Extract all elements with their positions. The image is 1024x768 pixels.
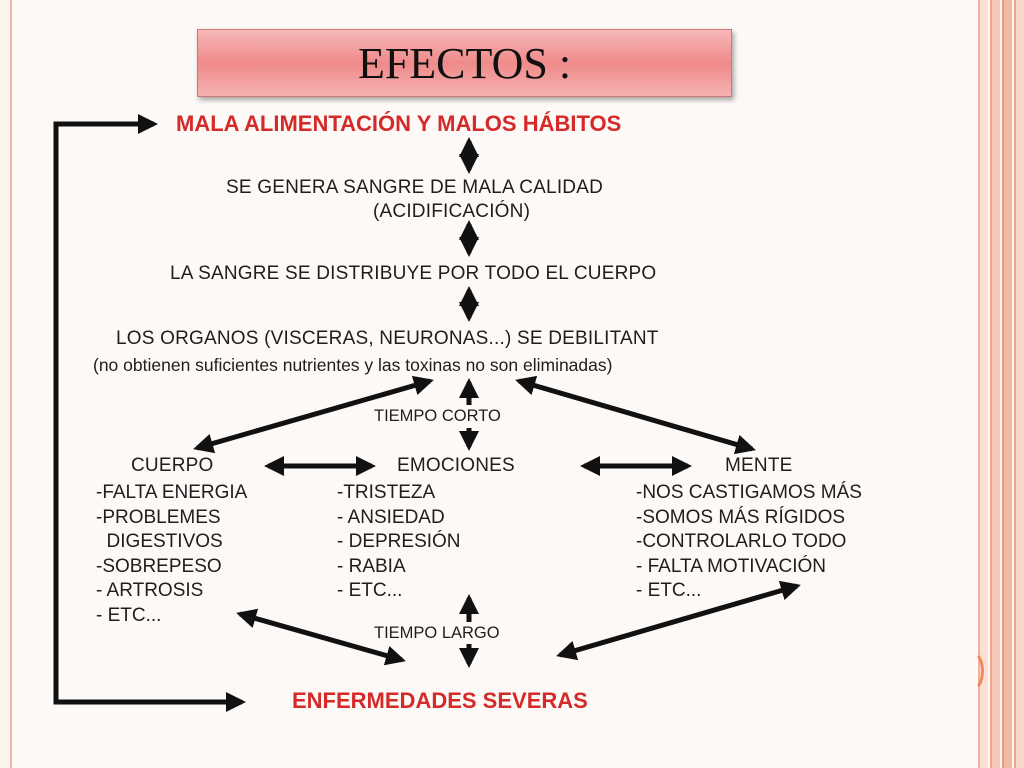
list-item: - ANSIEDAD bbox=[337, 506, 445, 528]
list-item: -SOMOS MÁS RÍGIDOS bbox=[636, 506, 846, 528]
list-item: - FALTA MOTIVACIÓN bbox=[636, 555, 827, 577]
list-item: -CONTROLARLO TODO bbox=[636, 531, 847, 552]
title-box: EFECTOS : bbox=[197, 29, 732, 97]
top-cause: MALA ALIMENTACIÓN Y MALOS HÁBITOS bbox=[176, 111, 622, 136]
list-item: - ARTROSIS bbox=[96, 580, 204, 601]
bottom-outcome: ENFERMEDADES SEVERAS bbox=[292, 688, 588, 713]
column-heading-emociones: EMOCIONES bbox=[397, 455, 515, 476]
arrow bbox=[236, 608, 406, 666]
long-time-label: TIEMPO LARGO bbox=[374, 624, 500, 642]
list-item: - DEPRESIÓN bbox=[337, 531, 461, 552]
list-item: - ETC... bbox=[96, 604, 162, 626]
list-item: -PROBLEMES bbox=[96, 506, 221, 528]
right-frame-stripe bbox=[978, 0, 988, 768]
right-frame-stripe bbox=[1014, 0, 1024, 768]
list-item: - RABIA bbox=[337, 555, 406, 577]
right-frame-stripe bbox=[1002, 0, 1012, 768]
list-item: - ETC... bbox=[636, 580, 702, 601]
mente-effects-list: -NOS CASTIGAMOS MÁS -SOMOS MÁS RÍGIDOS -… bbox=[636, 481, 862, 604]
right-frame-stripe bbox=[990, 0, 1000, 768]
arrow bbox=[515, 375, 756, 455]
arrow bbox=[193, 375, 434, 454]
list-item: -NOS CASTIGAMOS MÁS bbox=[636, 482, 862, 503]
step-blood-distribution: LA SANGRE SE DISTRIBUYE POR TODO EL CUER… bbox=[170, 263, 657, 284]
step-organs-note: (no obtienen suficientes nutrientes y la… bbox=[93, 355, 613, 375]
slide-title: EFECTOS : bbox=[357, 38, 572, 88]
column-heading-mente: MENTE bbox=[725, 455, 793, 476]
emociones-effects-list: -TRISTEZA - ANSIEDAD - DEPRESIÓN - RABIA… bbox=[337, 481, 461, 604]
arrow bbox=[556, 580, 801, 661]
list-item: -TRISTEZA bbox=[337, 482, 436, 503]
column-heading-cuerpo: CUERPO bbox=[131, 455, 214, 476]
short-time-label: TIEMPO CORTO bbox=[374, 407, 501, 425]
feedback-loop-line bbox=[53, 114, 246, 712]
step-organs-weaken: LOS ORGANOS (VISCERAS, NEURONAS...) SE D… bbox=[116, 328, 659, 349]
list-item: - ETC... bbox=[337, 580, 403, 601]
decorative-arc bbox=[958, 650, 984, 692]
list-item: DIGESTIVOS bbox=[96, 531, 223, 552]
step-blood-quality-note: (ACIDIFICACIÓN) bbox=[373, 201, 531, 222]
left-frame-border bbox=[0, 0, 12, 768]
list-item: -SOBREPESO bbox=[96, 555, 222, 577]
step-blood-quality: SE GENERA SANGRE DE MALA CALIDAD bbox=[226, 177, 604, 198]
list-item: -FALTA ENERGIA bbox=[96, 482, 248, 503]
cuerpo-effects-list: -FALTA ENERGIA -PROBLEMES DIGESTIVOS -SO… bbox=[96, 481, 247, 628]
